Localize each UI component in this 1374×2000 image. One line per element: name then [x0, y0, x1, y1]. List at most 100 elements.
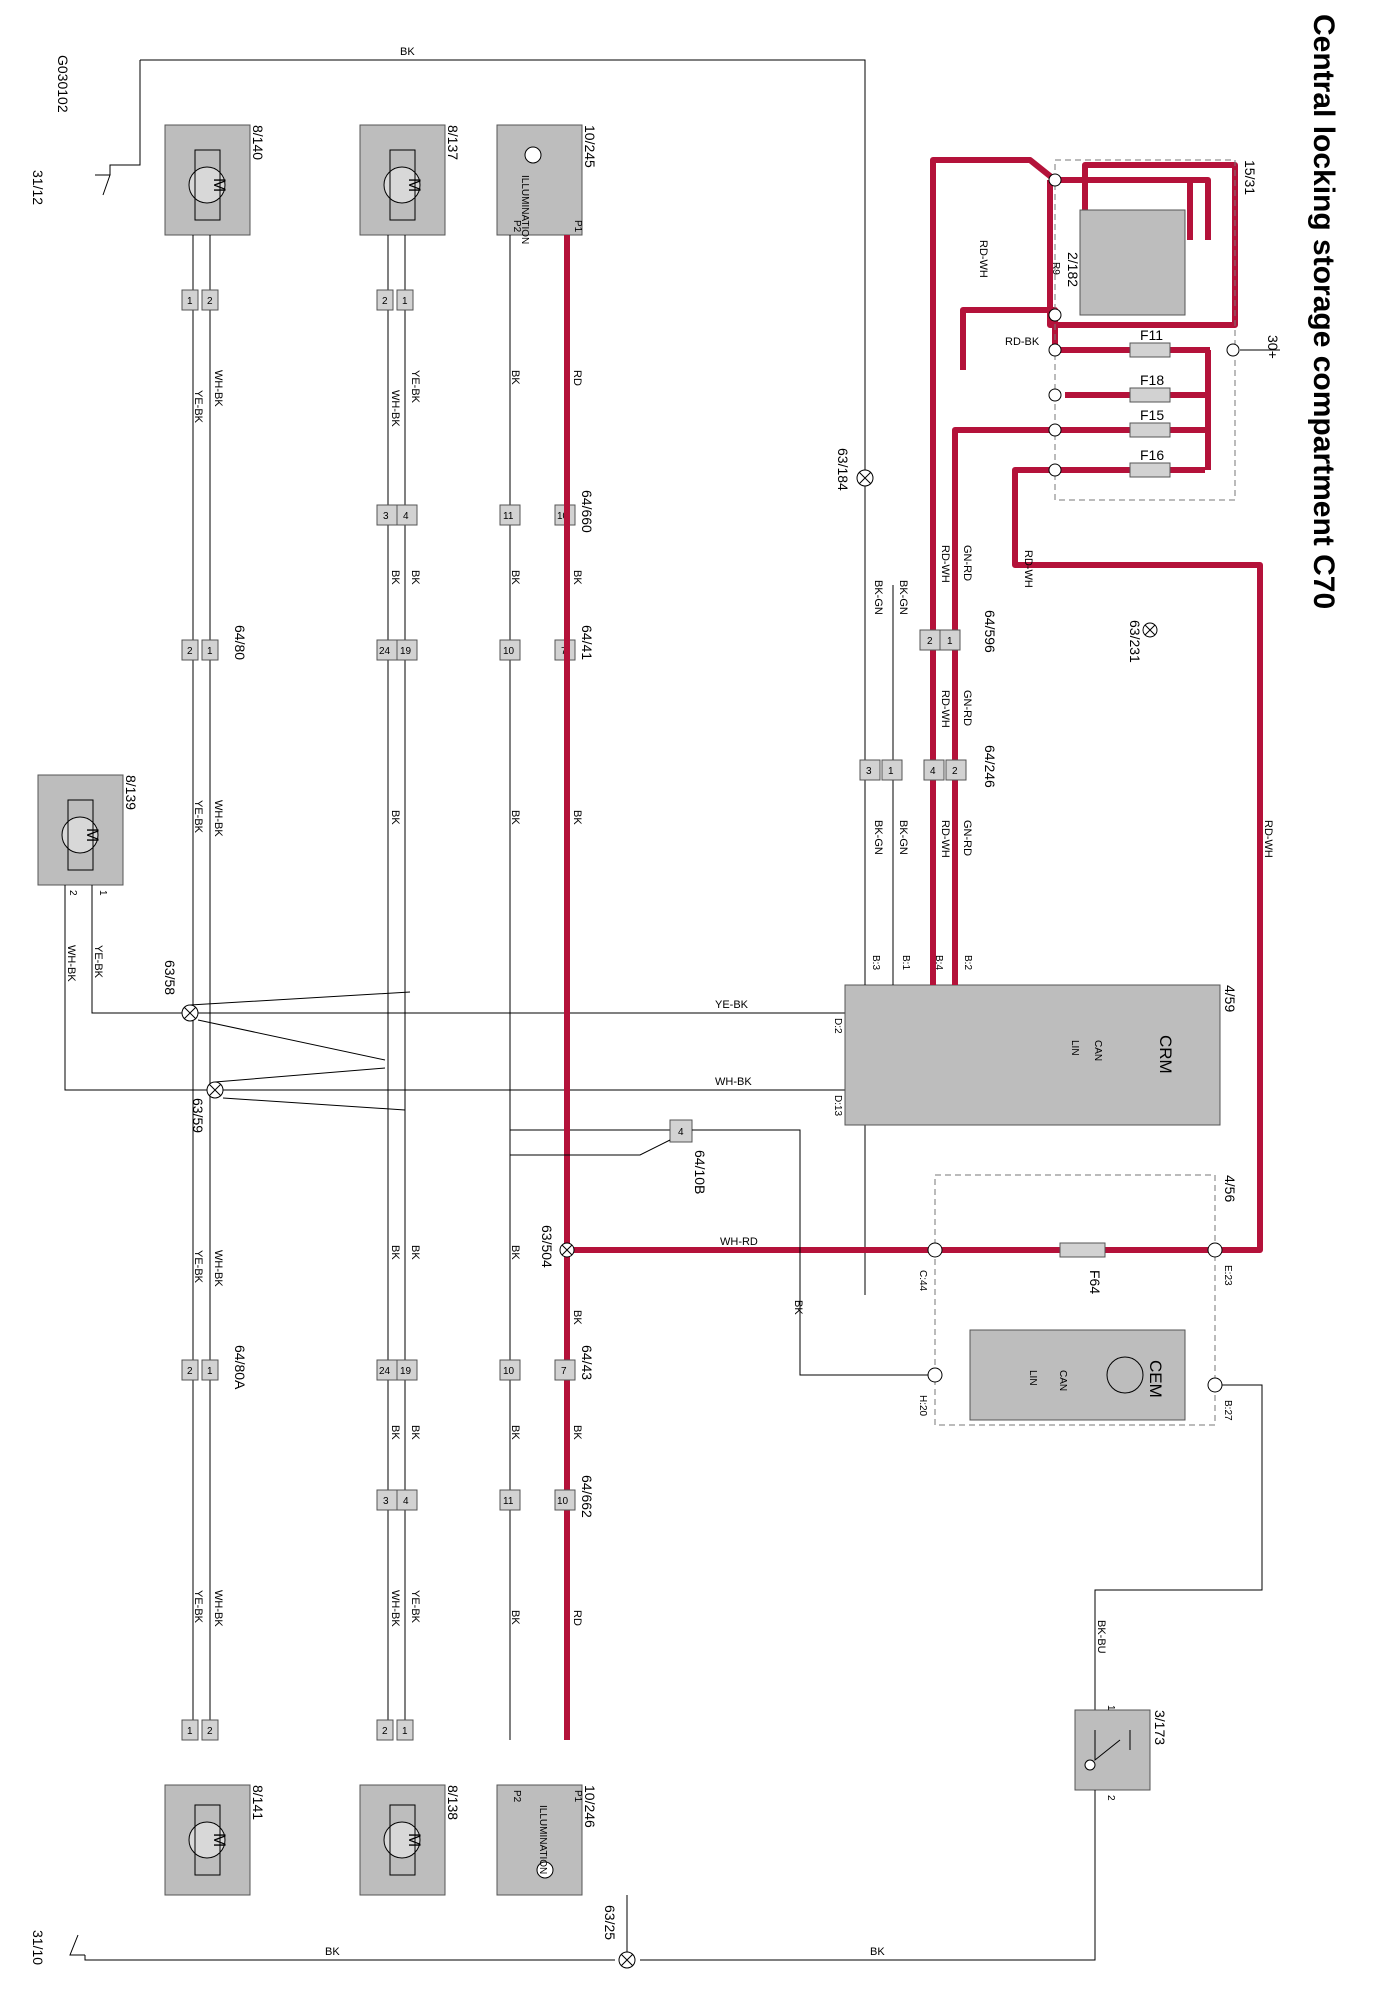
lamp-pin-p2: P2 [511, 220, 522, 233]
motor-8-137: M 8/137 [359, 124, 461, 236]
svg-text:2: 2 [187, 1366, 193, 1377]
wire-bk: BK [409, 570, 421, 585]
splice-63-184: 63/184 [835, 60, 874, 491]
wire-bk: BK [509, 810, 521, 825]
svg-text:10: 10 [503, 646, 515, 657]
lamp-pin-p1: P1 [572, 220, 583, 233]
label-3-173: 3/173 [1152, 1710, 1168, 1745]
svg-text:H:20: H:20 [917, 1395, 928, 1417]
svg-text:10: 10 [503, 1366, 515, 1377]
label-64-662: 64/662 [579, 1475, 595, 1518]
svg-text:2: 2 [952, 766, 958, 777]
wire-bkgn: BK-GN [897, 580, 909, 615]
label-8-137: 8/137 [445, 125, 461, 160]
lamp-text: ILLUMINATION [537, 1805, 548, 1874]
svg-text:19: 19 [400, 646, 412, 657]
svg-text:24: 24 [379, 1366, 391, 1377]
wire-rd: RD [571, 370, 583, 386]
svg-text:2: 2 [187, 646, 193, 657]
svg-text:LIN: LIN [1027, 1370, 1038, 1386]
label-63-58: 63/58 [162, 960, 178, 995]
svg-text:B:1: B:1 [900, 955, 911, 970]
svg-text:7: 7 [561, 1366, 567, 1377]
label-64-10b: 64/10B [692, 1150, 708, 1194]
wire-bk: BK [389, 570, 401, 585]
label-8-140: 8/140 [250, 125, 266, 160]
svg-text:3: 3 [866, 766, 872, 777]
wire-bk: BK [389, 810, 401, 825]
wire-bk: BK [409, 1245, 421, 1260]
lamp-text: ILLUMINATION [519, 175, 530, 244]
svg-text:1: 1 [187, 296, 193, 307]
label-64-660: 64/660 [579, 490, 595, 533]
wire-yebk: YE-BK [409, 1590, 421, 1624]
svg-text:4: 4 [930, 766, 936, 777]
lamp-pin-p1: P1 [572, 1790, 583, 1803]
wire-bk: BK [509, 1425, 521, 1440]
fuse-f11: F11 [1140, 327, 1163, 343]
wire-rdwh: RD-WH [1022, 550, 1034, 588]
wire-gnrd: GN-RD [961, 545, 973, 581]
svg-text:2: 2 [1105, 1795, 1116, 1801]
lamp-pin-p2: P2 [511, 1790, 522, 1803]
fuse-f18: F18 [1140, 372, 1164, 388]
splice-63-59: 63/59 [190, 1081, 224, 1133]
label-15-31: 15/31 [1242, 160, 1258, 195]
svg-text:2: 2 [207, 1726, 213, 1737]
label-relay-sub: R9 [1050, 262, 1061, 275]
cem-label: CEM [1146, 1360, 1165, 1398]
svg-text:3: 3 [383, 511, 389, 522]
svg-text:1: 1 [402, 1726, 408, 1737]
label-64-246: 64/246 [982, 745, 998, 788]
wire-whbk: WH-BK [212, 800, 224, 837]
svg-text:10: 10 [557, 511, 569, 522]
wire-rdwh: RD-WH [939, 545, 951, 583]
label-63-504: 63/504 [539, 1225, 555, 1268]
svg-text:1: 1 [947, 636, 953, 647]
svg-text:D:13: D:13 [832, 1095, 843, 1117]
wire-rdwh: RD-WH [939, 820, 951, 858]
svg-text:B:4: B:4 [933, 955, 944, 970]
motor-glyph: M [210, 1833, 229, 1847]
svg-text:CAN: CAN [1092, 1040, 1103, 1061]
wire-yebk: YE-BK [192, 1250, 204, 1284]
svg-text:4: 4 [403, 1496, 409, 1507]
splice-63-504: 63/504 [539, 1225, 575, 1268]
wire-yebk: YE-BK [192, 800, 204, 834]
label-64-80a: 64/80A [232, 1345, 248, 1390]
wire-whbk: WH-BK [65, 945, 77, 982]
wire-whbk: WH-BK [212, 370, 224, 407]
label-relay: 2/182 [1065, 252, 1081, 287]
wire-yebk-crm: YE-BK [715, 999, 749, 1011]
svg-text:E:23: E:23 [1222, 1265, 1233, 1286]
label-64-43: 64/43 [579, 1345, 595, 1380]
wire-bkgn: BK-GN [872, 580, 884, 615]
wire-rdbk: RD-BK [1005, 336, 1040, 348]
fuse-f16: F16 [1140, 447, 1164, 463]
label-10-246: 10/246 [582, 1785, 598, 1828]
fuse-f64: F64 [1087, 1270, 1103, 1294]
wire-bk: BK [571, 570, 583, 585]
svg-text:B:27: B:27 [1222, 1400, 1233, 1421]
crm-module: CRM CAN LIN 4/59 D:2 D:13 B:3 B:1 B:4 B:… [832, 955, 1238, 1126]
label-8-141: 8/141 [250, 1785, 266, 1820]
wire-bk-bottom-right: BK [870, 1946, 885, 1958]
wire-rd: RD [571, 1610, 583, 1626]
wire-yebk: YE-BK [92, 945, 104, 979]
label-64-41: 64/41 [579, 625, 595, 660]
wire-bk: BK [571, 1310, 583, 1325]
svg-text:1: 1 [888, 766, 894, 777]
svg-text:D:2: D:2 [832, 1018, 843, 1034]
svg-text:2: 2 [927, 636, 933, 647]
wire-bkgn: BK-GN [872, 820, 884, 855]
svg-text:B:2: B:2 [962, 955, 973, 970]
lamp-10-246: ILLUMINATION P2 P1 10/246 [496, 1784, 598, 1896]
wire-whbk: WH-BK [212, 1590, 224, 1627]
wire-rdwh: RD-WH [1262, 820, 1274, 858]
wire-bk: BK [409, 1425, 421, 1440]
diagram-title: Central locking storage compartment C70 [1307, 14, 1340, 609]
motor-glyph: M [405, 178, 424, 192]
svg-text:1: 1 [207, 646, 213, 657]
